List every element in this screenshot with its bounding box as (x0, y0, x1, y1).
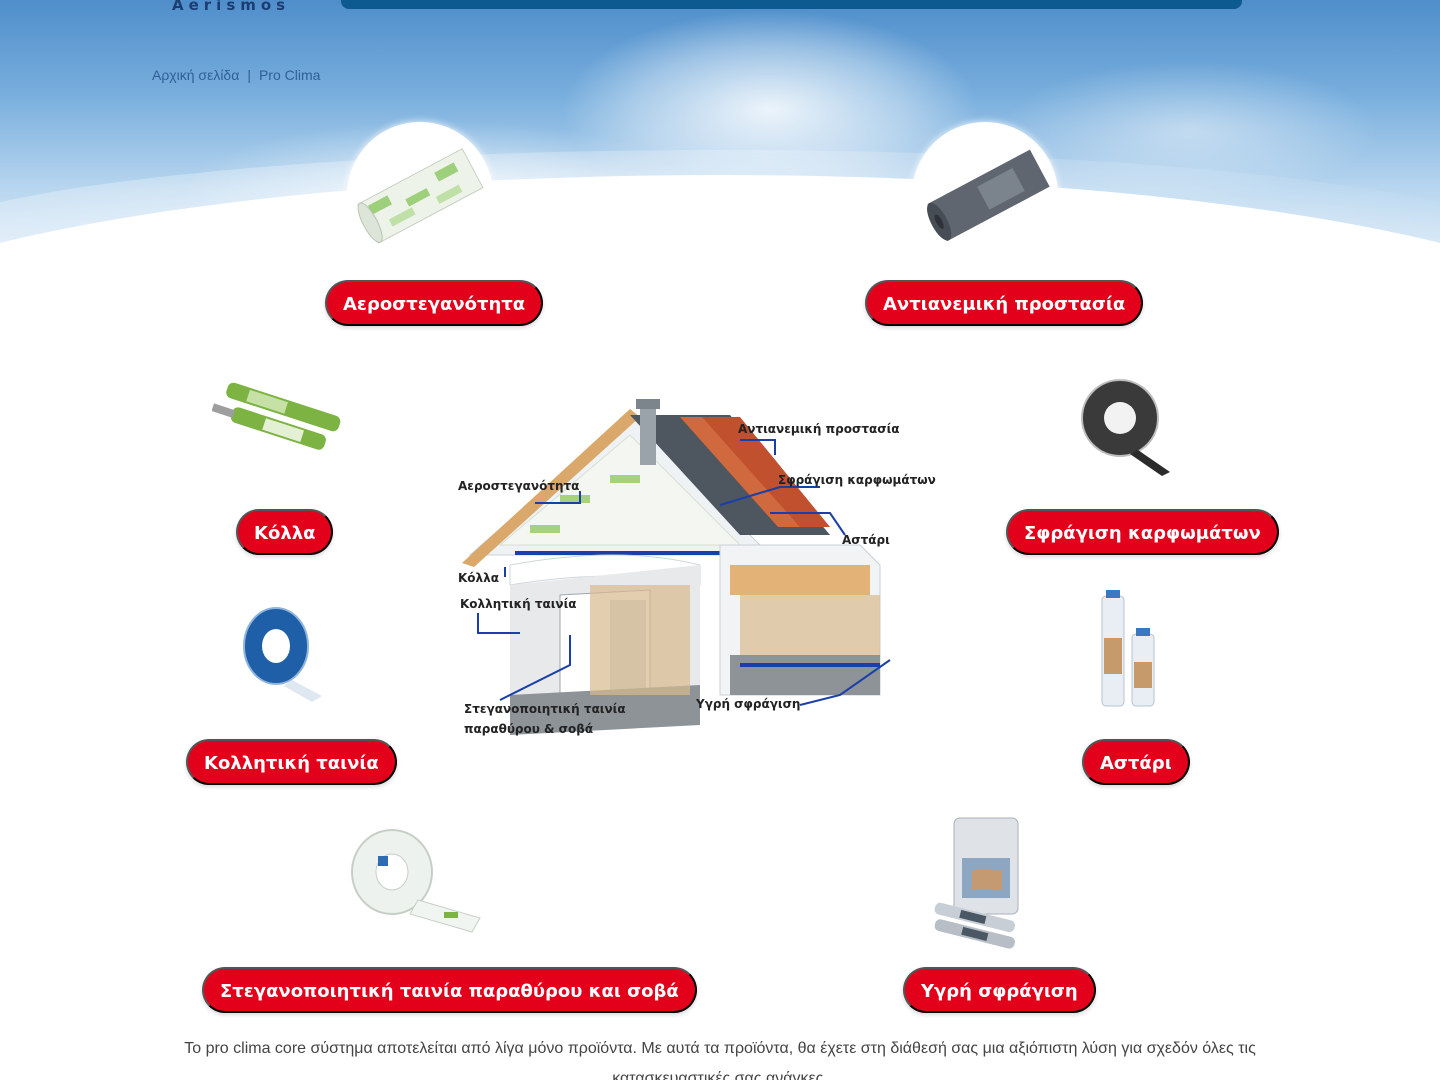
house-cross-section-diagram: Αντιανεμική προστασία Αεροστεγανότητα Σφ… (440, 395, 940, 755)
diagram-label-airtightness: Αεροστεγανότητα (458, 479, 580, 493)
black-tape-roll-icon (1081, 379, 1170, 476)
intro-paragraph: Το pro clima core σύστημα αποτελείται απ… (184, 1040, 1256, 1080)
diagram-label-glue: Κόλλα (458, 571, 499, 585)
breadcrumb-current-link[interactable]: Pro Clima (258, 67, 321, 83)
nail-sealing-tape-image[interactable] (1078, 376, 1174, 476)
glue-tube-icon (211, 382, 341, 450)
wind-protection-button[interactable]: Αντιανεμική προστασία (865, 280, 1144, 326)
diagram-label-wind-protection: Αντιανεμική προστασία (738, 422, 900, 436)
window-tape-button[interactable]: Στεγανοποιητική ταινία παραθύρου και σοβ… (202, 967, 697, 1013)
glue-product-image[interactable] (211, 378, 344, 462)
airtightness-button[interactable]: Αεροστεγανότητα (325, 280, 544, 326)
adhesive-tape-button[interactable]: Κολλητική ταινία (186, 739, 397, 785)
liquid-sealing-image[interactable] (928, 814, 1024, 950)
main-navigation-bar[interactable] (341, 0, 1242, 9)
liquid-sealing-button[interactable]: Υγρή σφράγιση (903, 967, 1096, 1013)
diagram-label-window-tape-line1: Στεγανοποιητική ταινία (464, 702, 626, 716)
bucket-and-tubes-icon (934, 817, 1019, 949)
diagram-label-primer: Αστάρι (842, 533, 890, 547)
adhesive-tape-image[interactable] (236, 598, 326, 702)
breadcrumb-home-link[interactable]: Αρχική σελίδα (152, 67, 240, 83)
airtightness-membrane-image[interactable] (347, 122, 493, 268)
glue-button[interactable]: Κόλλα (236, 509, 334, 555)
dark-membrane-roll-icon (927, 149, 1050, 242)
blue-tape-roll-icon (243, 607, 322, 702)
nail-sealing-button[interactable]: Σφράγιση καρφωμάτων (1006, 509, 1279, 555)
breadcrumb: Αρχική σελίδα | Pro Clima (152, 67, 320, 83)
diagram-label-adhesive-tape: Κολλητική ταινία (460, 597, 577, 611)
site-logo[interactable]: Aerismos (172, 0, 291, 14)
breadcrumb-separator: | (247, 67, 251, 83)
hero-background (0, 0, 1440, 270)
spray-cans-icon (1101, 590, 1155, 707)
diagram-label-window-tape-line2: παραθύρου & σοβά (464, 722, 594, 736)
wind-protection-membrane-image[interactable] (912, 122, 1058, 268)
primer-button[interactable]: Αστάρι (1082, 739, 1190, 785)
membrane-roll-icon (357, 148, 484, 244)
primer-spray-image[interactable] (1094, 588, 1166, 710)
window-tape-image[interactable] (348, 826, 482, 934)
house-illustration (462, 399, 891, 735)
diagram-label-nail-sealing: Σφράγιση καρφωμάτων (778, 473, 936, 487)
diagram-label-liquid-sealing: Υγρή σφράγιση (696, 697, 801, 711)
white-tape-roll-icon (351, 829, 481, 933)
